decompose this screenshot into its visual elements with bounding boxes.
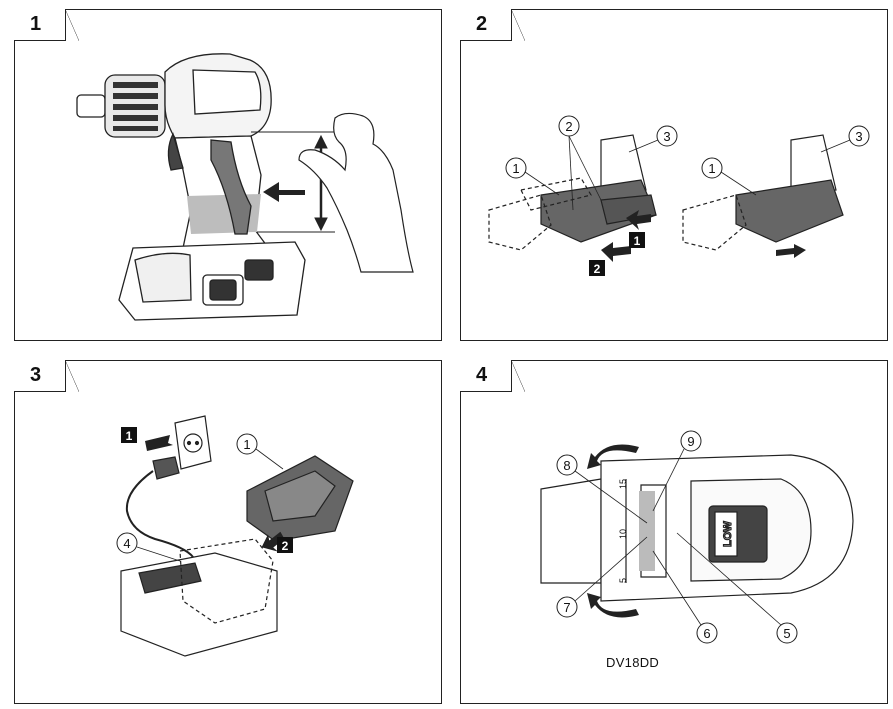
panel-2: 2: [460, 9, 888, 341]
scale-5: 5: [618, 578, 628, 583]
step-2-badge: 2: [282, 539, 289, 553]
callout-8: 8: [563, 458, 570, 473]
scale-15: 15: [618, 479, 628, 489]
panel-number: 3: [14, 360, 79, 393]
callout-1: 1: [243, 437, 250, 452]
step-1-badge: 1: [634, 234, 641, 248]
drill-grip-illustration: [76, 53, 414, 321]
low-speed-label: LOW: [722, 521, 734, 547]
scale-10: 10: [618, 529, 628, 539]
panel-number: 4: [460, 360, 525, 393]
panel-4: 4 LOW 15 10 5: [460, 360, 888, 704]
step-1-badge: 1: [126, 429, 133, 443]
panel-1: 1: [14, 9, 442, 341]
callout-6: 6: [703, 626, 710, 641]
callout-4: 4: [123, 536, 130, 551]
clutch-dial-illustration: LOW 15 10 5 5 6: [540, 430, 854, 644]
panel-number: 1: [14, 9, 79, 42]
callout-9: 9: [687, 434, 694, 449]
callout-1: 1: [708, 161, 715, 176]
callout-7: 7: [563, 600, 570, 615]
panel-number: 2: [460, 9, 525, 42]
callout-3: 3: [663, 129, 670, 144]
panel-3: 3 1 2: [14, 360, 442, 704]
charger-illustration: 1 2 1 4: [116, 415, 354, 657]
battery-removal-illustration: 1 2 3 1 3 1 2: [488, 115, 870, 276]
callout-2: 2: [565, 119, 572, 134]
callout-1: 1: [512, 161, 519, 176]
callout-3: 3: [855, 129, 862, 144]
step-2-badge: 2: [594, 262, 601, 276]
model-label: DV18DD: [606, 655, 660, 670]
callout-5: 5: [783, 626, 790, 641]
